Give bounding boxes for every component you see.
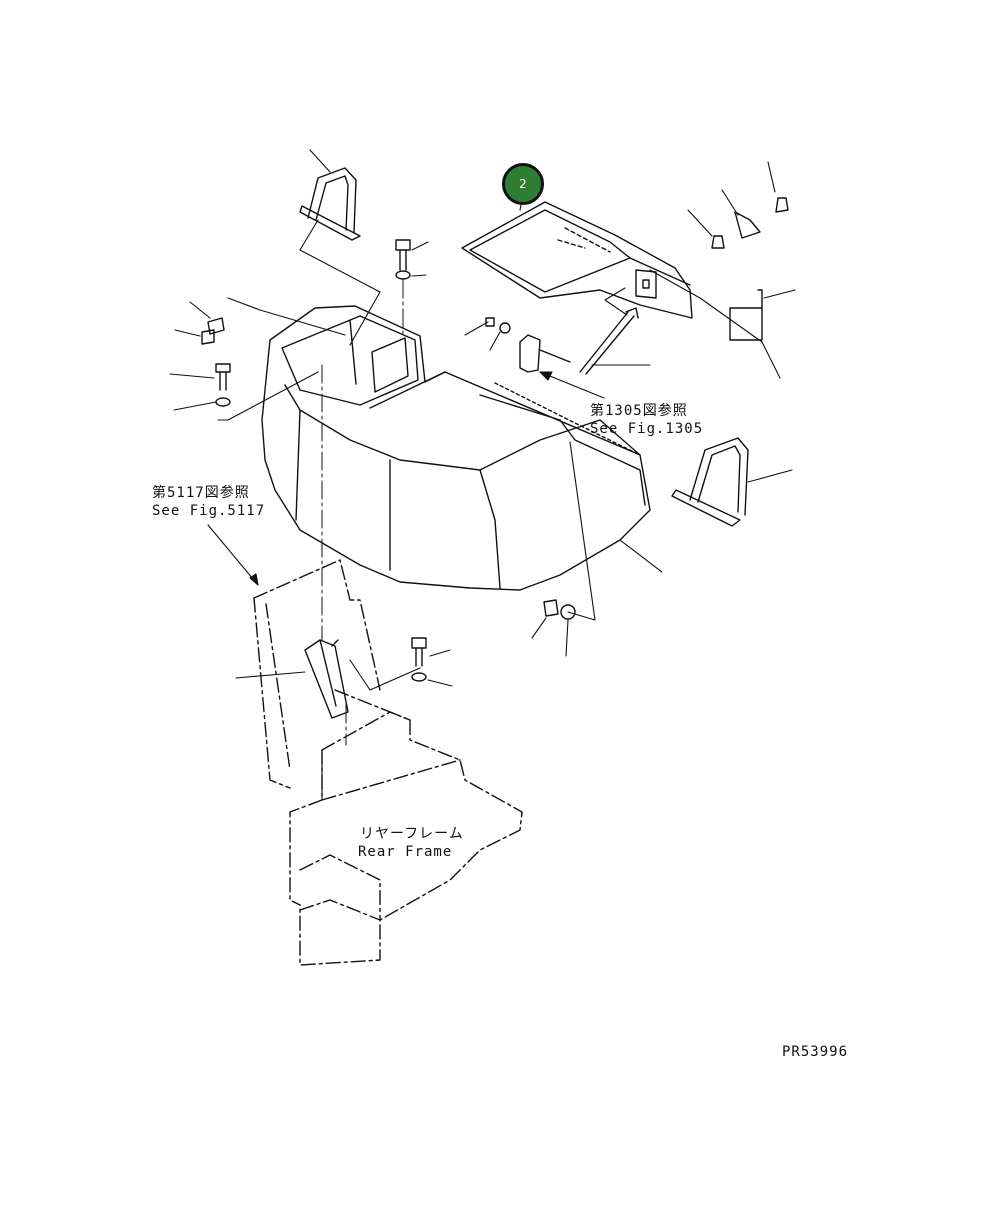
drawing-code: PR53996: [782, 1044, 849, 1060]
handrail-right: [671, 437, 749, 527]
ref-fig1305-en: See Fig.1305: [590, 421, 704, 437]
cover-lid: [461, 201, 693, 319]
assembly-lines: [217, 219, 763, 801]
support-bracket: [304, 639, 349, 719]
part-callout-2[interactable]: 2: [502, 163, 544, 205]
ref-fig5117-jp: 第5117図参照: [152, 485, 250, 501]
latch-bracket: [711, 197, 789, 341]
hardware: [201, 239, 576, 682]
rear-frame-outline: [253, 559, 523, 966]
gas-stay: [519, 307, 639, 375]
centerlines: [321, 279, 404, 746]
ref-arrows: [207, 371, 605, 586]
ref-fig5117-en: See Fig.5117: [152, 503, 266, 519]
hood-body: [261, 305, 651, 591]
rear-frame-label-jp: リヤーフレーム: [360, 826, 464, 842]
handrail-left: [299, 167, 361, 241]
leader-lines: [169, 149, 796, 687]
rear-frame-label-en: Rear Frame: [358, 844, 453, 860]
ref-fig1305-jp: 第1305図参照: [590, 403, 688, 419]
